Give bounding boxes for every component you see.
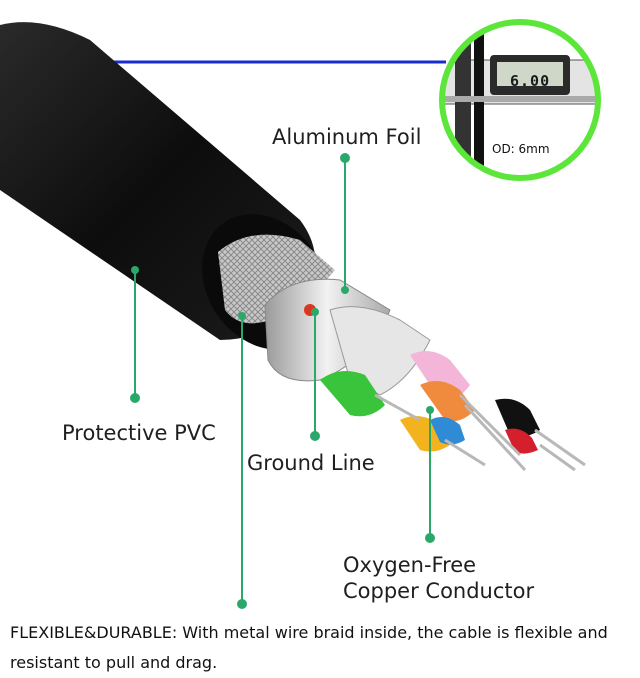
wire-green <box>320 371 385 417</box>
copper-strands <box>374 393 586 472</box>
wire-blue <box>430 416 465 445</box>
leader-dot-pvc-end <box>130 393 140 403</box>
leader-dot-ground-top <box>311 308 319 316</box>
label-oxygen-free: Oxygen-Free Copper Conductor <box>343 552 534 604</box>
leader-dot-oxy-top <box>426 406 434 414</box>
wire-braid <box>218 234 335 324</box>
leader-dots <box>130 153 435 609</box>
wire-orange <box>420 381 475 422</box>
leader-dot-pvc-top <box>131 266 139 274</box>
label-oxygen-free-line2: Copper Conductor <box>343 579 535 603</box>
leader-dot-ground-end <box>310 431 320 441</box>
label-ground-line: Ground Line <box>247 451 375 475</box>
caliper-reading: 6.00 <box>510 72 551 90</box>
label-oxygen-free-line1: Oxygen-Free <box>343 553 477 577</box>
label-protective-pvc: Protective PVC <box>62 421 216 445</box>
caliper-inset <box>439 19 601 181</box>
leader-dot-foil-end <box>341 286 349 294</box>
description-text: FLEXIBLE&DURABLE: With metal wire braid … <box>10 623 608 672</box>
label-aluminum-foil: Aluminum Foil <box>272 125 422 149</box>
leader-dot-braid-end <box>237 599 247 609</box>
leader-dot-oxy-end <box>425 533 435 543</box>
leader-dot-braid-top <box>238 312 246 320</box>
od-label: OD: 6mm <box>492 142 550 156</box>
leader-lines <box>134 158 431 604</box>
leader-dot-foil-top <box>340 153 350 163</box>
wire-black <box>495 398 540 437</box>
